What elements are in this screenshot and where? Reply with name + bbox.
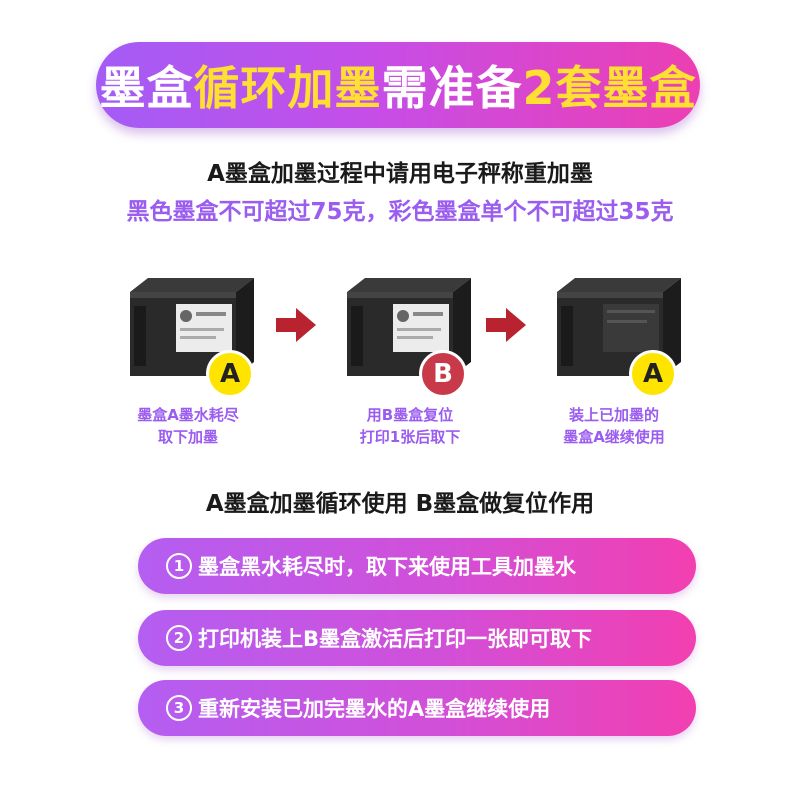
step-number-3: 3: [166, 695, 192, 721]
step-3-caption: 装上已加墨的 墨盒A继续使用: [524, 404, 704, 448]
arrow-right-icon: [486, 308, 526, 342]
step-1-caption-line2: 取下加墨: [157, 428, 218, 446]
step-1: A: [118, 270, 258, 400]
banner-text-4: 2套墨盒: [522, 61, 697, 115]
step-number-1: 1: [166, 553, 192, 579]
subtitle-weigh-instruction: A墨盒加墨过程中请用电子秤称重加墨: [207, 161, 593, 187]
instruction-1: 1 墨盒黑水耗尽时，取下来使用工具加墨水: [138, 538, 696, 594]
step-2: B: [335, 270, 475, 400]
step-3-caption-line1: 装上已加墨的: [568, 406, 659, 424]
step-3-caption-line2: 墨盒A继续使用: [563, 428, 665, 446]
step-2-caption: 用B墨盒复位 打印1张后取下: [320, 404, 500, 448]
step-3: A: [545, 270, 685, 400]
subtitle-weight-limits: 黑色墨盒不可超过75克，彩色墨盒单个不可超过35克: [126, 199, 674, 225]
instruction-3: 3 重新安装已加完墨水的A墨盒继续使用: [138, 680, 696, 736]
instruction-1-text: 墨盒黑水耗尽时，取下来使用工具加墨水: [198, 555, 576, 579]
step-2-caption-line2: 打印1张后取下: [359, 428, 461, 446]
ink-cartridge-icon: [557, 278, 681, 376]
banner-text-2: 循环加墨: [193, 61, 382, 115]
step-number-2: 2: [166, 625, 192, 651]
instruction-3-text: 重新安装已加完墨水的A墨盒继续使用: [198, 697, 551, 721]
banner-text-3: 需准备: [381, 61, 523, 115]
step-1-caption: 墨盒A墨水耗尽 取下加墨: [98, 404, 278, 448]
cycle-summary-text: A墨盒加墨循环使用 B墨盒做复位作用: [205, 491, 595, 517]
instruction-2: 2 打印机装上B墨盒激活后打印一张即可取下: [138, 610, 696, 666]
step-2-caption-line1: 用B墨盒复位: [366, 406, 454, 424]
step-1-caption-line1: 墨盒A墨水耗尽: [137, 406, 239, 424]
cartridge-badge-a: A: [206, 350, 254, 398]
instruction-2-text: 打印机装上B墨盒激活后打印一张即可取下: [198, 627, 593, 651]
cartridge-badge-b: B: [419, 350, 467, 398]
cartridge-badge-a: A: [629, 350, 677, 398]
arrow-right-icon: [276, 308, 316, 342]
banner-text-1: 墨盒: [99, 61, 194, 115]
